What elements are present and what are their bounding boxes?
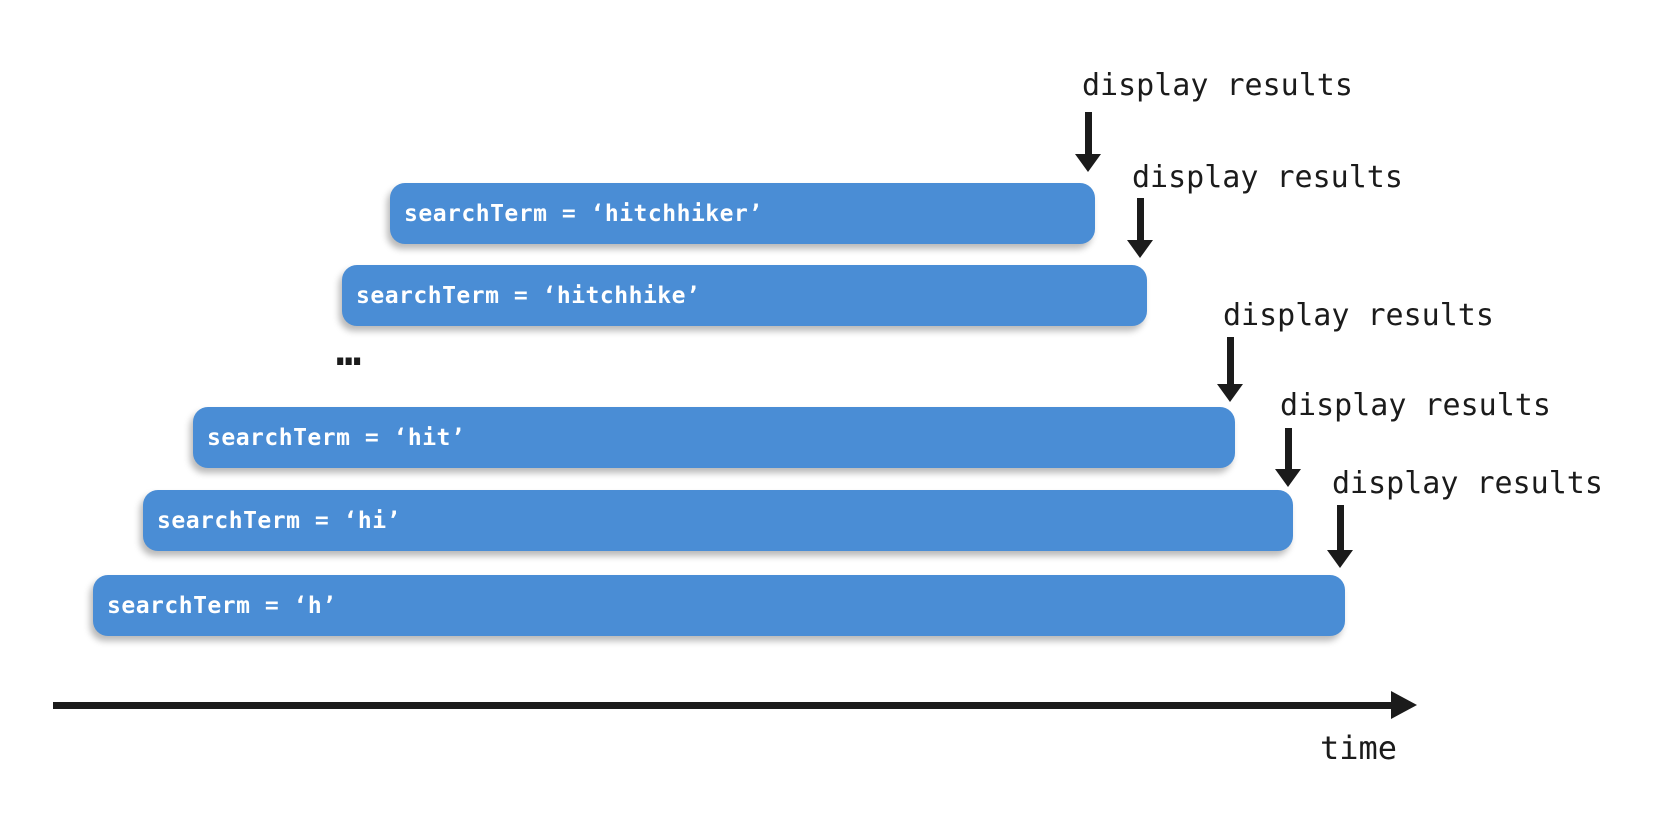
request-bar-hit: searchTerm = ‘hit’: [193, 407, 1235, 468]
down-arrow-icon: [1275, 428, 1301, 487]
request-bar-label: searchTerm = ‘hitchhike’: [356, 282, 701, 309]
time-axis-label: time: [1320, 729, 1398, 767]
display-results-label-1: display results: [1082, 68, 1353, 103]
request-bar-hitchhiker: searchTerm = ‘hitchhiker’: [390, 183, 1095, 244]
arrow-shaft: [1136, 198, 1144, 244]
display-results-label-3: display results: [1223, 298, 1494, 333]
display-results-label-4: display results: [1280, 388, 1551, 423]
request-bar-hi: searchTerm = ‘hi’: [143, 490, 1293, 551]
arrow-shaft: [1226, 337, 1234, 388]
time-axis-line: [53, 702, 1391, 709]
request-bar-hitchhike: searchTerm = ‘hitchhike’: [342, 265, 1147, 326]
arrow-shaft: [1336, 505, 1344, 554]
arrow-head: [1275, 469, 1301, 487]
down-arrow-icon: [1075, 112, 1101, 172]
request-bar-label: searchTerm = ‘hi’: [157, 507, 401, 534]
arrow-head: [1217, 384, 1243, 402]
down-arrow-icon: [1127, 198, 1153, 258]
display-results-label-5: display results: [1332, 466, 1603, 501]
display-results-label-2: display results: [1132, 160, 1403, 195]
arrow-head: [1127, 240, 1153, 258]
request-bar-label: searchTerm = ‘h’: [107, 592, 337, 619]
down-arrow-icon: [1217, 337, 1243, 402]
request-bar-h: searchTerm = ‘h’: [93, 575, 1345, 636]
down-arrow-icon: [1327, 505, 1353, 568]
request-bar-label: searchTerm = ‘hit’: [207, 424, 466, 451]
omitted-requests-ellipsis: …: [336, 326, 361, 375]
arrow-shaft: [1084, 112, 1092, 158]
request-bar-label: searchTerm = ‘hitchhiker’: [404, 200, 763, 227]
arrow-head: [1327, 550, 1353, 568]
time-axis-arrow-icon: [1391, 691, 1417, 719]
arrow-head: [1075, 154, 1101, 172]
arrow-shaft: [1284, 428, 1292, 473]
